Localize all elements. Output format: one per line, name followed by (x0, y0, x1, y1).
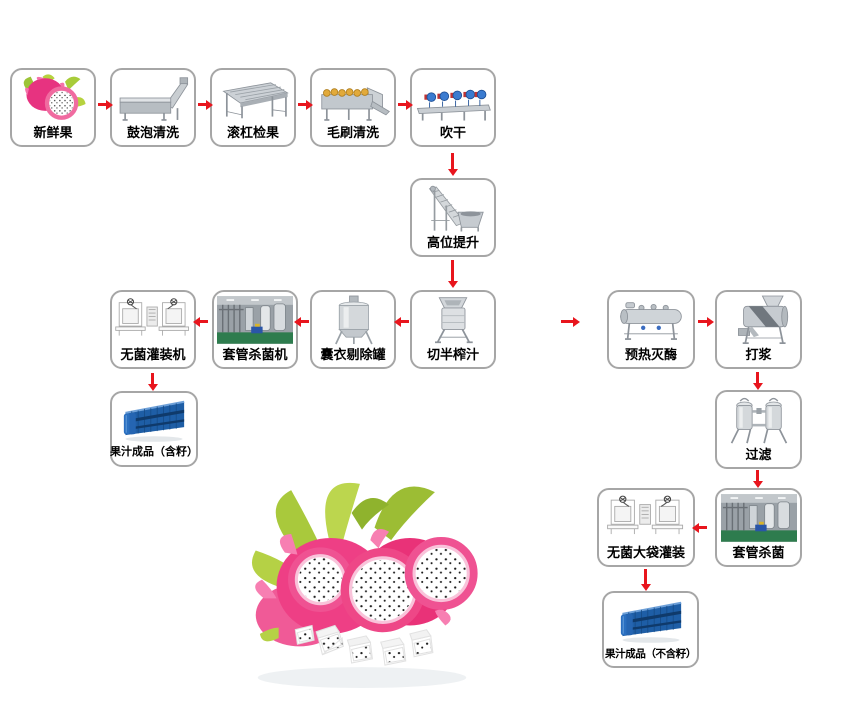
arrow-left-icon (401, 320, 409, 323)
bag-filler-icon (599, 490, 693, 546)
node-label: 套管杀菌机 (222, 347, 288, 362)
node-label: 新鲜果 (33, 125, 73, 140)
node-label: 鼓泡清洗 (126, 125, 179, 140)
arrow-down-icon (151, 373, 154, 384)
node-roller-inspection: 滚杠检果 (210, 68, 296, 147)
node-label: 套管杀菌 (732, 545, 785, 560)
node-label: 毛刷清洗 (326, 125, 379, 140)
node-half-cut-juicing: 切半榨汁 (410, 290, 496, 369)
node-label: 切半榨汁 (426, 347, 479, 362)
preheater-icon (609, 292, 693, 348)
arrow-left-icon (301, 320, 309, 323)
node-label: 预热灭酶 (624, 347, 677, 362)
bag-filler-icon (112, 292, 194, 348)
arrow-down-icon (451, 153, 454, 169)
arrow-left-icon (200, 320, 208, 323)
node-aseptic-bag-filling: 无菌大袋灌装 (597, 488, 695, 567)
node-label: 吹干 (439, 125, 466, 140)
node-high-lifting: 高位提升 (410, 178, 496, 257)
arrow-right-icon (98, 103, 106, 106)
blue-drums-icon (112, 393, 196, 447)
mixing-tank-icon (312, 292, 394, 348)
node-label: 过滤 (745, 447, 772, 462)
sterilizer-photo-icon (717, 490, 800, 546)
arrow-down-icon (451, 260, 454, 281)
arrow-right-icon (698, 320, 707, 323)
node-preheat-enzyme-deactivation: 预热灭酶 (607, 290, 695, 369)
juicer-icon (412, 292, 494, 348)
arrow-right-icon (198, 103, 206, 106)
node-juice-product-with-seeds: 果汁成品（含籽） (110, 391, 198, 467)
node-brush-washing: 毛刷清洗 (310, 68, 396, 147)
pulper-icon (717, 292, 800, 348)
node-label: 囊衣剔除罐 (320, 347, 386, 362)
arrow-right-icon (298, 103, 306, 106)
node-juice-product-without-seeds: 果汁成品（不含籽） (602, 591, 699, 668)
roller-table-icon (212, 70, 294, 126)
arrow-down-icon (756, 470, 759, 481)
filter-tanks-icon (717, 392, 800, 448)
sterilizer-photo-icon (214, 292, 296, 348)
node-tube-sterilizer-machine: 套管杀菌机 (212, 290, 298, 369)
brush-washer-icon (312, 70, 394, 126)
bubble-washer-icon (112, 70, 194, 126)
node-label: 打浆 (745, 347, 772, 362)
node-aseptic-filling-machine: 无菌灌装机 (110, 290, 196, 369)
node-label: 果汁成品（不含籽） (605, 647, 696, 660)
node-label: 滚杠检果 (226, 125, 279, 140)
node-tube-sterilization: 套管杀菌 (715, 488, 802, 567)
node-label: 果汁成品（含籽） (110, 446, 198, 458)
node-fresh-fruit: 新鲜果 (10, 68, 96, 147)
air-dryer-icon (412, 70, 494, 126)
blue-drums-icon (604, 593, 697, 649)
node-label: 高位提升 (426, 235, 479, 250)
arrow-right-icon (398, 103, 406, 106)
node-capsule-removal-tank: 囊衣剔除罐 (310, 290, 396, 369)
node-filtering: 过滤 (715, 390, 802, 469)
arrow-left-icon (699, 526, 707, 529)
node-label: 无菌灌装机 (120, 347, 186, 362)
node-pulping: 打浆 (715, 290, 802, 369)
arrow-down-icon (756, 372, 759, 383)
elevator-icon (412, 180, 494, 236)
arrow-down-icon (644, 569, 647, 584)
node-label: 无菌大袋灌装 (606, 545, 685, 560)
node-bubble-washing: 鼓泡清洗 (110, 68, 196, 147)
dragon-fruit-icon (12, 70, 94, 126)
dragon-fruit-photo (237, 463, 487, 713)
arrow-right-icon (561, 320, 573, 323)
node-blow-drying: 吹干 (410, 68, 496, 147)
